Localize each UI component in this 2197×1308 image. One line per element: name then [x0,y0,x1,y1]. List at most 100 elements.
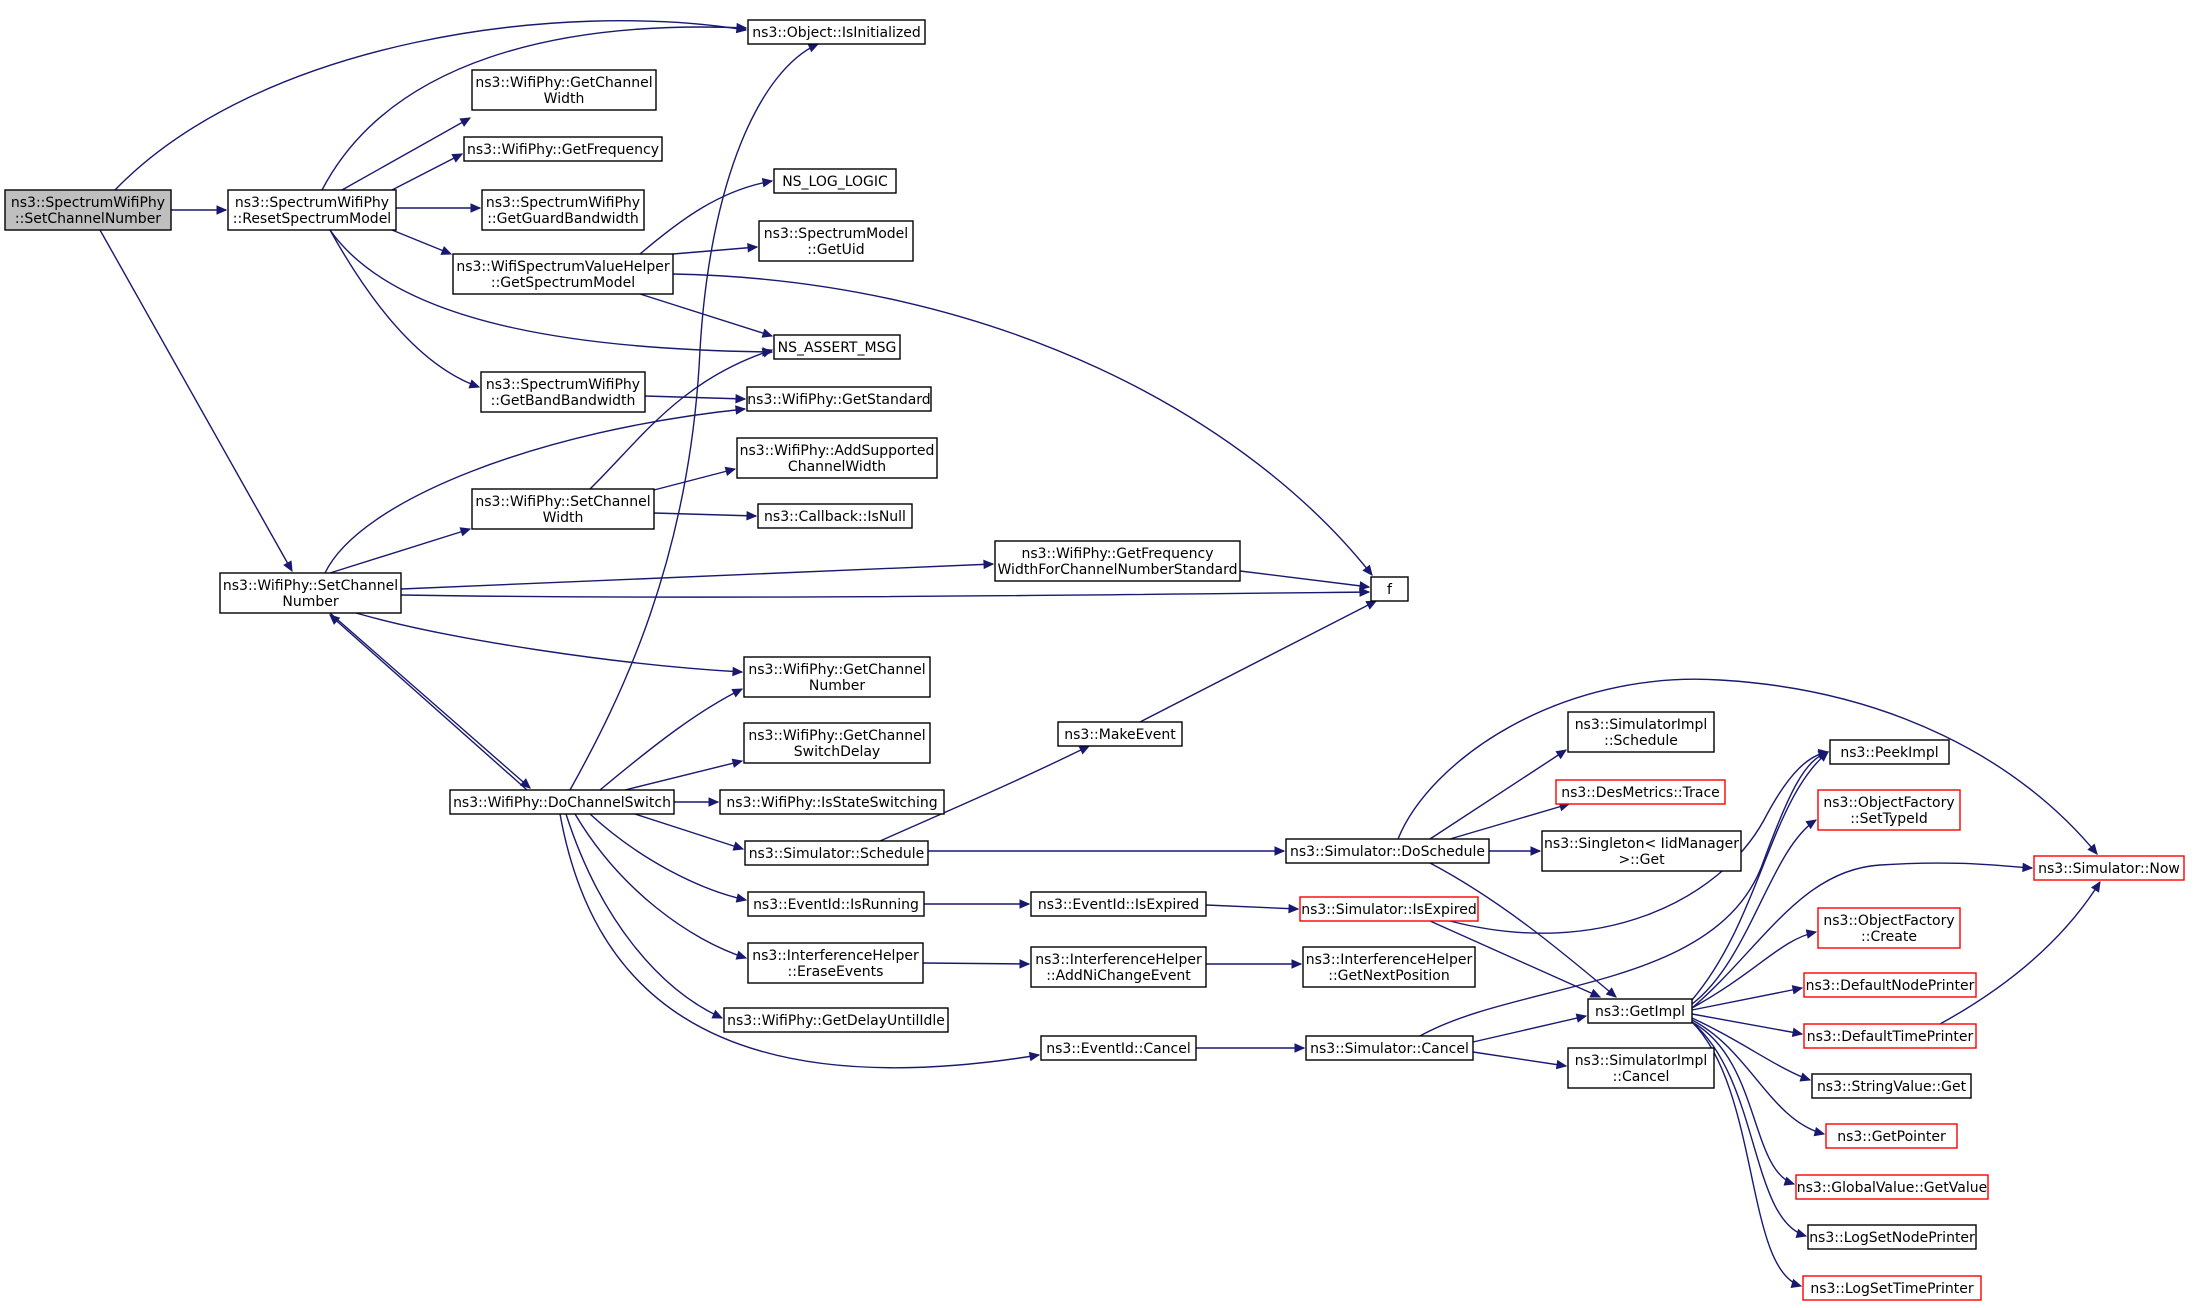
node-box [1825,1123,1958,1149]
node-setChannelNumber[interactable]: ns3::WifiPhy::SetChannelNumber [219,572,402,614]
node-simImplCancel[interactable]: ns3::SimulatorImpl::Cancel [1567,1047,1715,1089]
edge-line [329,229,480,388]
node-simNow[interactable]: ns3::Simulator::Now [2033,855,2185,881]
node-resetSpectrum[interactable]: ns3::SpectrumWifiPhy::ResetSpectrumModel [227,189,397,231]
node-singletonGet[interactable]: ns3::Singleton< IidManager>::Get [1541,830,1742,872]
edge-arrowhead [732,841,745,851]
node-label-line: Number [282,594,338,610]
node-label-line: ns3::WifiPhy::SetChannel [475,494,650,510]
node-label-line: ns3::SpectrumWifiPhy [235,195,389,211]
node-simSchedule[interactable]: ns3::Simulator::Schedule [744,840,929,866]
node-ofCreate[interactable]: ns3::ObjectFactory::Create [1817,907,1961,949]
node-getDelayUntilIdle[interactable]: ns3::WifiPhy::GetDelayUntilIdle [723,1007,949,1033]
node-label-line: ns3::WifiPhy::GetFrequency [467,142,659,158]
node-nsLogLogic[interactable]: NS_LOG_LOGIC [773,168,897,194]
node-simCancel[interactable]: ns3::Simulator::Cancel [1305,1035,1474,1061]
node-getStandard[interactable]: ns3::WifiPhy::GetStandard [746,386,932,412]
node-eventIsRunning[interactable]: ns3::EventId::IsRunning [747,891,925,917]
edge-line [1429,749,1567,840]
node-getGuardBandwidth[interactable]: ns3::SpectrumWifiPhy::GetGuardBandwidth [481,189,645,231]
node-box [743,722,931,764]
node-isInitialized[interactable]: ns3::Object::IsInitialized [747,19,926,45]
edge-line [400,563,994,590]
node-getFrequency[interactable]: ns3::WifiPhy::GetFrequency [463,136,663,162]
node-label-line: ns3::InterferenceHelper [1306,952,1473,968]
edge-line [1691,1013,1803,1035]
node-doChannelSwitch[interactable]: ns3::WifiPhy::DoChannelSwitch [449,789,675,815]
edge-arrowhead [1365,600,1378,610]
node-setTypeId[interactable]: ns3::ObjectFactory::SetTypeId [1817,789,1961,831]
edge-line [400,591,1370,598]
edge-line [1397,678,2098,855]
edge-line [1239,570,1370,588]
node-getNextPosition[interactable]: ns3::InterferenceHelper::GetNextPosition [1302,946,1476,988]
node-simIsExpired[interactable]: ns3::Simulator::IsExpired [1299,896,1479,922]
node-label-line: >::Get [1618,852,1665,868]
node-logSetTimePrinter[interactable]: ns3::LogSetTimePrinter [1802,1275,1982,1301]
node-addNiChange[interactable]: ns3::InterferenceHelper::AddNiChangeEven… [1030,946,1207,988]
node-box [1811,1073,1972,1099]
node-eraseEvents[interactable]: ns3::InterferenceHelper::EraseEvents [747,942,924,984]
node-label-line: Number [809,678,865,694]
edge-arrowhead [1817,751,1829,762]
edge-arrowhead [1605,987,1617,998]
node-peekImpl[interactable]: ns3::PeekImpl [1829,739,1950,765]
node-defTimePrinter[interactable]: ns3::DefaultTimePrinter [1803,1023,1977,1049]
edge-line [879,745,1090,842]
node-logSetNodePrinter[interactable]: ns3::LogSetNodePrinter [1807,1224,1977,1250]
edge-line [644,395,746,400]
edge-arrowhead [1795,1228,1808,1238]
edge-arrowhead [724,466,737,477]
edge-line [569,43,819,791]
edge-getImpl-to-stringValueGet [1691,1017,1812,1082]
edge-line [1429,920,1601,998]
node-stringValueGet[interactable]: ns3::StringValue::Get [1811,1073,1972,1099]
edge-line [1939,881,2101,1025]
node-label-line: ns3::Simulator::DoSchedule [1290,844,1485,860]
edge-setChannelNumber-to-getFreqWidth [400,559,995,590]
node-box [481,189,645,231]
node-box [1302,946,1476,988]
node-eventIsExpired[interactable]: ns3::EventId::IsExpired [1030,891,1207,917]
node-label-line: ns3::SpectrumWifiPhy [11,195,165,211]
node-getSpectrumModel[interactable]: ns3::WifiSpectrumValueHelper::GetSpectru… [452,253,674,295]
node-getUid[interactable]: ns3::SpectrumModel::GetUid [758,220,914,262]
node-label-line: ns3::WifiPhy::SetChannel [223,578,398,594]
node-box [746,386,932,412]
node-isNull[interactable]: ns3::Callback::IsNull [757,503,913,529]
node-eventCancel[interactable]: ns3::EventId::Cancel [1040,1035,1197,1061]
node-label-line: ::GetGuardBandwidth [487,211,639,227]
edge-simDoSchedule-to-simImplSchedule [1429,749,1568,840]
node-simImplSchedule[interactable]: ns3::SimulatorImpl::Schedule [1567,711,1715,753]
node-box [1030,891,1207,917]
edge-getImpl-to-getPointer [1691,1019,1826,1137]
node-simDoSchedule[interactable]: ns3::Simulator::DoSchedule [1285,838,1490,864]
edge-arrowhead [736,22,748,33]
edge-arrowhead [735,950,748,960]
node-root[interactable]: ns3::SpectrumWifiPhy::SetChannelNumber [4,189,172,231]
node-nsAssertMsg[interactable]: NS_ASSERT_MSG [773,334,901,360]
node-getPointer[interactable]: ns3::GetPointer [1825,1123,1958,1149]
node-globalValueGet[interactable]: ns3::GlobalValue::GetValue [1795,1174,1989,1200]
edge-arrowhead [1813,1126,1826,1137]
edge-arrowhead [1555,749,1568,760]
node-getImpl[interactable]: ns3::GetImpl [1587,998,1693,1024]
edge-arrowhead [735,405,747,415]
node-f[interactable]: f [1370,576,1409,602]
node-makeEvent[interactable]: ns3::MakeEvent [1057,721,1183,747]
node-defNodePrinter[interactable]: ns3::DefaultNodePrinter [1803,972,1977,998]
node-isStateSwitching[interactable]: ns3::WifiPhy::IsStateSwitching [719,789,945,815]
node-desMetricsTrace[interactable]: ns3::DesMetrics::Trace [1555,779,1726,805]
edge-arrowhead [1790,1278,1803,1288]
node-getFreqWidth[interactable]: ns3::WifiPhy::GetFrequencyWidthForChanne… [994,540,1241,582]
edge-resetSpectrum-to-getFrequency [391,153,464,191]
node-box [994,540,1241,582]
edge-line [324,408,746,574]
edge-arrowhead [711,1009,724,1019]
node-getBandBandwidth[interactable]: ns3::SpectrumWifiPhy::GetBandBandwidth [480,371,646,413]
